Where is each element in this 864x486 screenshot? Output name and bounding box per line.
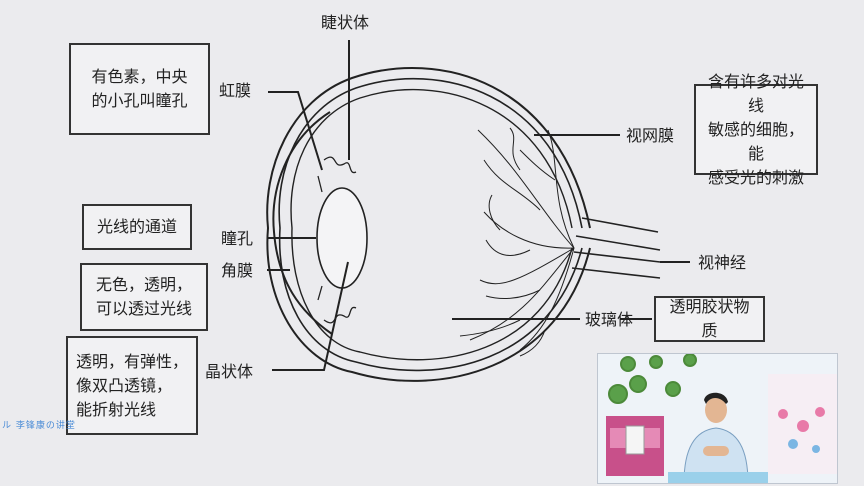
presenter-video [597,353,838,484]
iris-ciliary-shape [317,156,357,324]
label-pupil: 瞳孔 [221,229,254,248]
note-lens-text: 透明，有弹性， 像双凸透镜， 能折射光线 [75,351,188,419]
note-pupil-text: 光线的通道 [96,217,177,236]
lens-shape [316,187,368,289]
label-iris: 虹膜 [219,81,252,100]
eyeball [266,67,661,382]
label-optic-nerve: 视神经 [698,253,747,272]
note-retina: 含有许多对光线 敏感的细胞，能 感受光的刺激 [694,72,818,187]
label-vitreous: 玻璃体 [585,310,634,329]
note-lens: 透明，有弹性， 像双凸透镜， 能折射光线 [66,336,198,435]
label-cornea: 角膜 [221,261,254,280]
note-cornea: 无色，透明， 可以透过光线 [80,263,208,331]
label-ciliary-body: 睫状体 [321,13,370,32]
label-retina: 视网膜 [626,126,675,145]
channel-watermark: ル 李锋康の讲堂 [2,421,76,431]
presenter-video-scene [598,354,837,483]
label-lens: 晶状体 [205,362,254,381]
note-iris: 有色素，中央 的小孔叫瞳孔 [69,43,210,135]
retinal-vessels [459,127,575,357]
note-pupil: 光线的通道 [82,204,192,250]
note-vitreous: 透明胶状物质 [654,296,765,342]
leader-lines [267,40,690,371]
note-retina-text: 含有许多对光线 敏感的细胞，能 感受光的刺激 [707,71,804,187]
note-iris-text: 有色素，中央 的小孔叫瞳孔 [91,67,188,110]
note-vitreous-text: 透明胶状物质 [669,297,750,340]
note-cornea-text: 无色，透明， 可以透过光线 [95,275,192,318]
